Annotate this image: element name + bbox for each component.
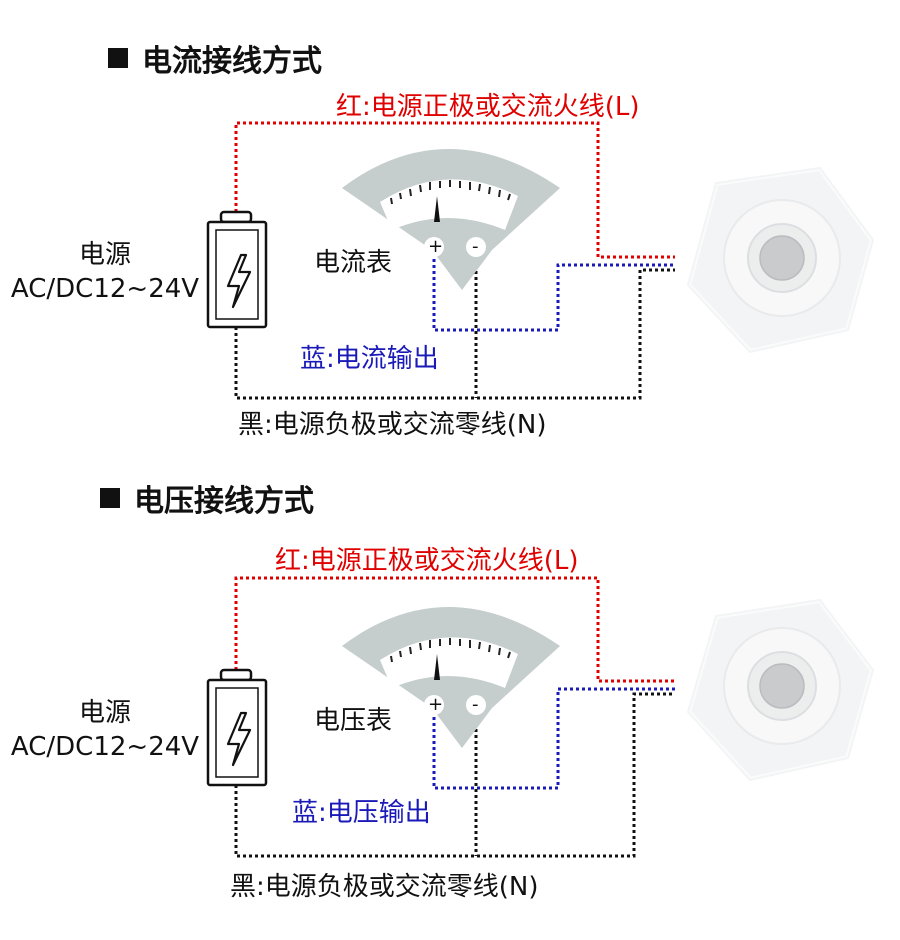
black-wire <box>234 247 675 400</box>
battery-icon <box>206 210 268 329</box>
plus-terminal-label: + <box>428 694 444 715</box>
section-title: 电流接线方式 <box>108 36 322 80</box>
meter-scale-ticks <box>390 180 511 205</box>
section-title-text: 电流接线方式 <box>142 44 322 79</box>
lightning-bolt-icon <box>226 711 252 767</box>
meter-scale-ticks <box>390 638 511 663</box>
current-wiring-diagram <box>206 121 877 400</box>
section-title-text: 电压接线方式 <box>134 484 314 519</box>
black-wire-label: 黑:电源负极或交流零线(N) <box>230 872 539 902</box>
power-source-label: 电源 <box>78 240 131 270</box>
power-source-label-block: 电源 AC/DC12~24V <box>10 238 200 306</box>
black-wire <box>234 692 675 858</box>
plus-terminal <box>424 695 444 715</box>
plus-terminal-label: + <box>428 236 444 257</box>
minus-terminal-label: - <box>472 694 479 715</box>
title-bullet-square <box>100 488 120 508</box>
voltage-wiring-diagram <box>206 576 877 858</box>
power-source-label: 电源 <box>78 698 131 728</box>
meter-icon <box>342 607 560 748</box>
title-bullet-square <box>108 48 128 68</box>
black-wire-label: 黑:电源负极或交流零线(N) <box>238 410 547 440</box>
pir-sensor-icon <box>684 596 877 784</box>
pir-sensor-icon <box>684 164 877 356</box>
battery-icon <box>206 668 268 787</box>
minus-terminal-label: - <box>472 236 479 257</box>
plus-terminal <box>424 237 444 257</box>
voltage-wiring-panel: 电压接线方式 红:电源正极或交流火线(L) 电源 AC/DC12~24V 电压表… <box>0 458 900 928</box>
section-title: 电压接线方式 <box>100 476 314 520</box>
meter-label: 电压表 <box>314 706 393 736</box>
minus-terminal <box>466 695 486 715</box>
red-wire <box>234 121 675 259</box>
red-wire <box>234 576 675 683</box>
power-source-label-block: 电源 AC/DC12~24V <box>10 696 200 764</box>
power-source-voltage: AC/DC12~24V <box>10 732 200 762</box>
minus-terminal <box>466 237 486 257</box>
red-wire-label: 红:电源正极或交流火线(L) <box>336 92 640 122</box>
meter-needle <box>434 654 440 680</box>
current-wiring-panel: 电流接线方式 红:电源正极或交流火线(L) 电源 AC/DC12~24V 电流表… <box>10 36 877 440</box>
red-wire-label: 红:电源正极或交流火线(L) <box>275 546 579 576</box>
blue-wire-label: 蓝:电流输出 <box>300 344 439 374</box>
blue-wire <box>432 247 675 332</box>
blue-wire-label: 蓝:电压输出 <box>292 798 431 828</box>
meter-icon <box>342 149 560 290</box>
lightning-bolt-icon <box>226 253 252 309</box>
blue-wire <box>432 687 675 790</box>
power-source-voltage: AC/DC12~24V <box>10 274 200 304</box>
meter-needle <box>434 196 440 222</box>
meter-label: 电流表 <box>314 248 393 278</box>
